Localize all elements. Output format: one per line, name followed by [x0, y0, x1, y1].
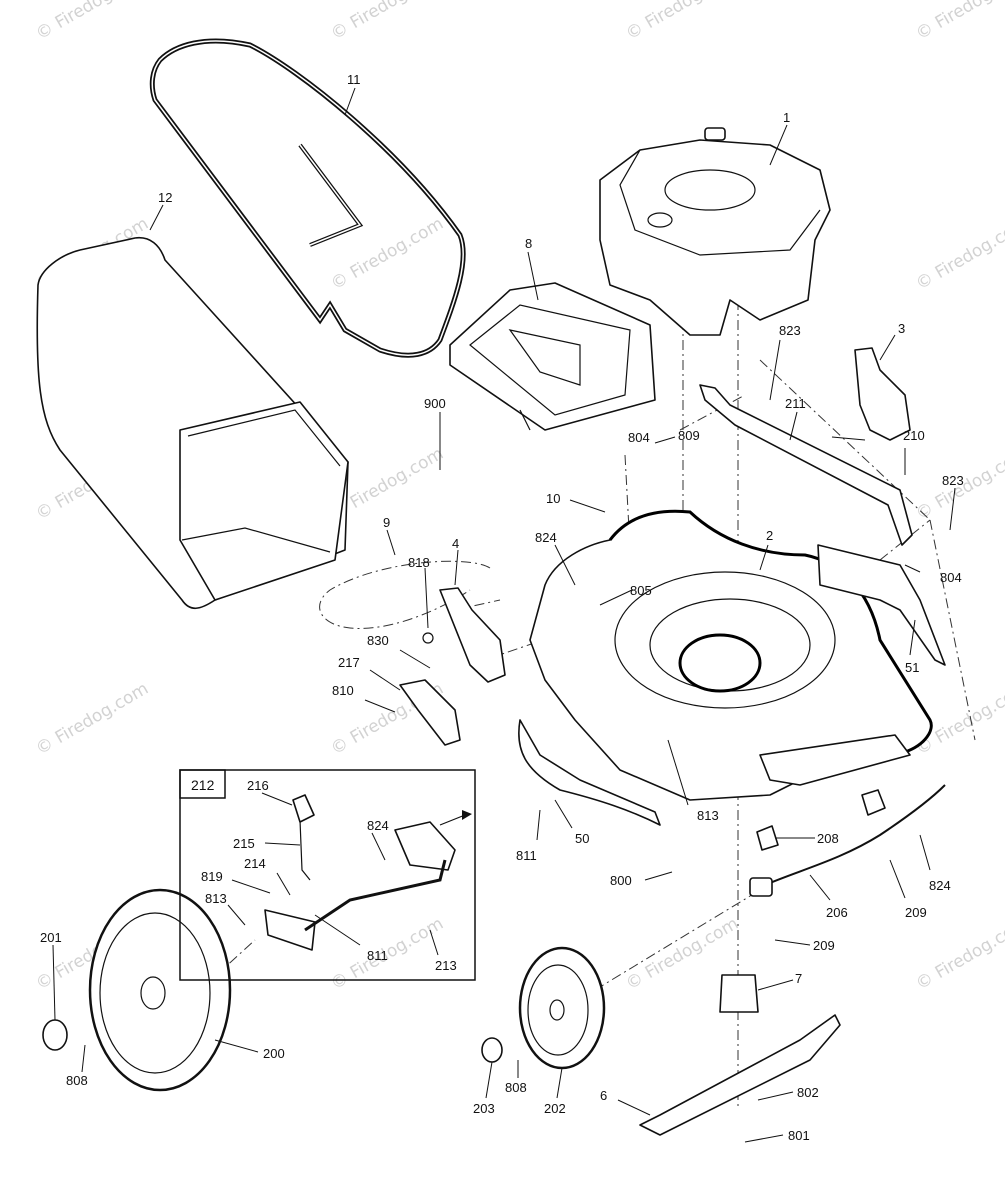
part-label-209a: 209 [905, 905, 927, 920]
blade [639, 1014, 841, 1136]
blade-adapter [719, 974, 759, 1013]
watermark: © Firedog.com [913, 914, 1005, 995]
part-label-214: 214 [244, 856, 266, 871]
handle-arm [699, 384, 913, 546]
part-label-202: 202 [544, 1101, 566, 1116]
part-label-824a: 824 [535, 530, 557, 545]
watermark: © Firedog.com [33, 679, 152, 760]
part-label-811b: 811 [367, 948, 388, 963]
deflector [518, 719, 661, 826]
part-label-810: 810 [332, 683, 354, 698]
part-label-215: 215 [233, 836, 255, 851]
part-label-9: 9 [383, 515, 390, 530]
height-selector [399, 679, 461, 746]
part-label-819: 819 [201, 869, 223, 884]
part-label-824c: 824 [929, 878, 951, 893]
part-label-802: 802 [797, 1085, 819, 1100]
part-label-211: 211 [785, 396, 806, 411]
part-label-8: 8 [525, 236, 532, 251]
part-label-1: 1 [783, 110, 790, 125]
watermark: © Firedog.com [913, 214, 1005, 295]
rear-door [449, 282, 656, 431]
part-label-4: 4 [452, 536, 459, 551]
part-label-210: 210 [903, 428, 925, 443]
mower-deck [529, 509, 933, 801]
part-label-804b: 804 [940, 570, 962, 585]
part-label-12: 12 [158, 190, 172, 205]
watermark: © Firedog.com [328, 0, 447, 44]
watermark: © Firedog.com [913, 0, 1005, 44]
watermark: © Firedog.com [33, 0, 152, 44]
right-bracket [854, 347, 911, 441]
wheel-cap [42, 1019, 68, 1051]
part-label-10: 10 [546, 491, 560, 506]
part-label-813a: 813 [697, 808, 719, 823]
part-label-804a: 804 [628, 430, 650, 445]
part-label-813b: 813 [205, 891, 227, 906]
part-label-808b: 808 [505, 1080, 527, 1095]
part-label-3: 3 [898, 321, 905, 336]
inset-tag: 212 [191, 777, 215, 793]
height-adjuster [422, 587, 506, 683]
part-label-900: 900 [424, 396, 446, 411]
front-wheel [518, 946, 606, 1070]
part-label-808a: 808 [66, 1073, 88, 1088]
bag-frame [149, 38, 466, 358]
part-label-2: 2 [766, 528, 773, 543]
part-label-824b: 824 [367, 818, 389, 833]
part-label-11: 11 [347, 72, 361, 87]
part-label-217: 217 [338, 655, 360, 670]
part-label-6: 6 [600, 1088, 607, 1103]
part-label-818: 818 [408, 555, 430, 570]
part-label-208: 208 [817, 831, 839, 846]
inset-212: 212 [179, 769, 476, 981]
part-label-51: 51 [905, 660, 919, 675]
throttle-cable [749, 784, 946, 897]
part-label-216: 216 [247, 778, 269, 793]
part-label-801: 801 [788, 1128, 810, 1143]
part-label-830: 830 [367, 633, 389, 648]
part-label-7: 7 [795, 971, 802, 986]
part-label-213: 213 [435, 958, 457, 973]
part-label-823a: 823 [779, 323, 801, 338]
part-label-201: 201 [40, 930, 62, 945]
rear-wheel [88, 888, 232, 1092]
part-label-809: 809 [678, 428, 700, 443]
part-label-206: 206 [826, 905, 848, 920]
part-label-800: 800 [610, 873, 632, 888]
watermark: © Firedog.com [623, 0, 742, 44]
part-label-823b: 823 [942, 473, 964, 488]
part-label-200: 200 [263, 1046, 285, 1061]
wheel-cap [481, 1037, 503, 1063]
part-label-805: 805 [630, 583, 652, 598]
part-label-811a: 811 [516, 848, 537, 863]
part-label-50: 50 [575, 831, 589, 846]
part-label-203: 203 [473, 1101, 495, 1116]
watermark: © Firedog.com [328, 214, 447, 295]
part-labels: 1 2 3 4 6 7 8 9 10 11 12 50 51 200 201 2… [40, 72, 964, 1143]
part-label-209b: 209 [813, 938, 835, 953]
grass-bag [36, 236, 349, 610]
engine [599, 127, 831, 336]
mulch-plug [817, 544, 946, 666]
